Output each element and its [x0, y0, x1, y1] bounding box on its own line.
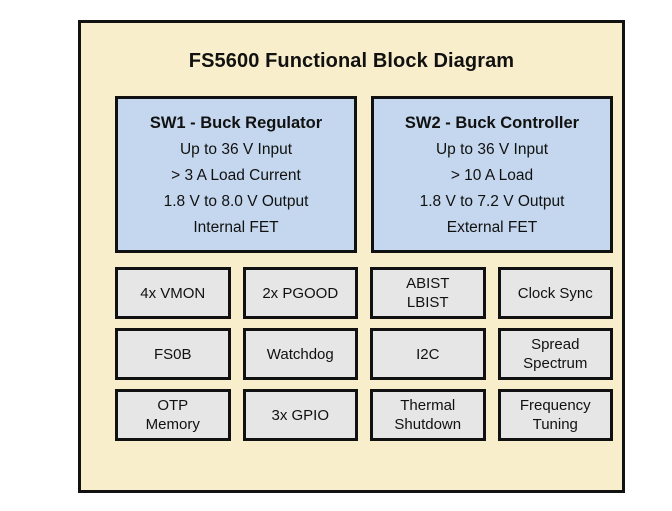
diagram-panel: FS5600 Functional Block Diagram SW1 - Bu…	[78, 20, 625, 493]
sw1-spec-3: 1.8 V to 8.0 V Output	[163, 193, 309, 210]
block-sw2-buck-controller: SW2 - Buck Controller Up to 36 V Input >…	[371, 96, 613, 253]
sw2-spec-3: 1.8 V to 7.2 V Output	[419, 193, 565, 210]
feature-block-watchdog: Watchdog	[242, 328, 358, 380]
page-title: FS5600 Functional Block Diagram	[188, 50, 515, 72]
sw1-spec-4: Internal FET	[193, 219, 279, 236]
feature-block-vmon: 4x VMON	[115, 267, 231, 319]
feature-block-gpio: 3x GPIO	[242, 389, 358, 441]
feature-block-spread-spectrum: Spread Spectrum	[497, 328, 613, 380]
sw2-spec-2: > 10 A Load	[450, 167, 534, 184]
sw1-title: SW1 - Buck Regulator	[149, 114, 323, 132]
block-sw1-buck-regulator: SW1 - Buck Regulator Up to 36 V Input > …	[115, 96, 357, 253]
sw1-spec-1: Up to 36 V Input	[179, 141, 293, 158]
feature-block-frequency-tuning: Frequency Tuning	[497, 389, 613, 441]
feature-block-pgood: 2x PGOOD	[242, 267, 358, 319]
feature-block-i2c: I2C	[370, 328, 486, 380]
feature-label: Spread	[531, 336, 580, 353]
feature-block-thermal-shutdown: Thermal Shutdown	[370, 389, 486, 441]
feature-label: ABIST	[406, 275, 450, 292]
sw1-spec-2: > 3 A Load Current	[171, 167, 301, 184]
feature-label: 2x PGOOD	[262, 284, 339, 302]
feature-block-abist-lbist: ABIST LBIST	[370, 267, 486, 319]
feature-label: Thermal	[400, 397, 456, 414]
feature-label: I2C	[416, 345, 440, 363]
feature-label: Tuning	[532, 416, 578, 433]
sw2-title: SW2 - Buck Controller	[404, 114, 580, 132]
feature-block-clock-sync: Clock Sync	[497, 267, 613, 319]
feature-label: OTP	[157, 397, 189, 414]
feature-block-fs0b: FS0B	[115, 328, 231, 380]
feature-label: LBIST	[406, 294, 449, 311]
feature-block-grid: 4x VMON 2x PGOOD ABIST LBIST Clock Sync …	[115, 267, 613, 441]
feature-label: Shutdown	[394, 416, 462, 433]
sw2-spec-4: External FET	[446, 219, 538, 236]
feature-block-otp-memory: OTP Memory	[115, 389, 231, 441]
feature-label: Clock Sync	[517, 284, 593, 302]
feature-label: 4x VMON	[140, 284, 206, 302]
feature-label: Memory	[145, 416, 200, 433]
feature-label: Spectrum	[523, 355, 588, 372]
feature-label: Frequency	[519, 397, 591, 414]
feature-label: FS0B	[153, 345, 192, 363]
feature-label: 3x GPIO	[271, 406, 330, 424]
feature-label: Watchdog	[266, 345, 334, 363]
sw2-spec-1: Up to 36 V Input	[435, 141, 549, 158]
